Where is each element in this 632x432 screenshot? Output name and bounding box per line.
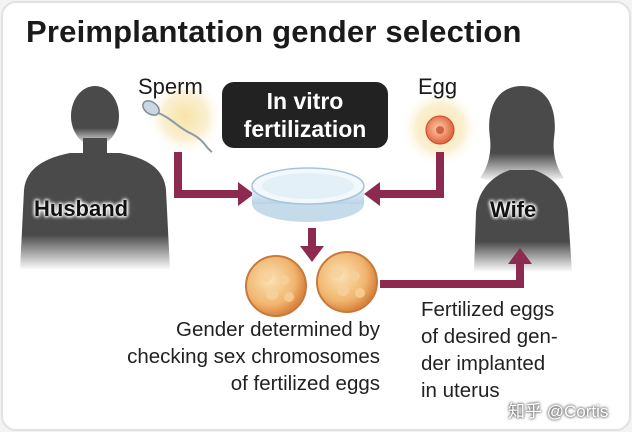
caption-left-line-3: of fertilized eggs xyxy=(230,372,380,395)
arrowhead-left xyxy=(364,182,380,206)
ivf-label-line-2: fertilization xyxy=(243,116,367,142)
sperm-label: Sperm xyxy=(138,74,203,99)
arrowhead-down xyxy=(300,246,324,262)
sperm-icon xyxy=(142,100,213,153)
caption-right-line-2: of desired gen- xyxy=(421,325,558,348)
caption-right-line-3: der implanted xyxy=(421,352,546,375)
arrows xyxy=(174,152,524,288)
arrow-eggs-to-wife xyxy=(380,262,524,288)
watermark: 知乎 @Cortis xyxy=(508,402,609,421)
caption-right-line-1: Fertilized eggs xyxy=(421,298,555,321)
arrow-sperm-to-dish xyxy=(174,152,240,198)
husband-silhouette-icon xyxy=(20,86,170,270)
fertilized-egg-icon xyxy=(245,255,307,317)
arrowheads xyxy=(238,182,532,264)
fertilized-egg-icon xyxy=(316,251,378,313)
wife-label: Wife xyxy=(490,197,537,222)
arrowhead-right xyxy=(238,182,254,206)
husband-label: Husband xyxy=(34,196,129,221)
caption-right-line-4: in uterus xyxy=(421,379,500,402)
egg-cell-icon xyxy=(425,115,455,145)
ivf-label-line-1: In vitro xyxy=(266,88,344,114)
arrow-egg-to-dish xyxy=(378,152,444,198)
egg-label: Egg xyxy=(418,74,458,99)
petri-dish-icon xyxy=(251,167,365,222)
wife-silhouette-icon xyxy=(474,86,572,272)
caption-left: Gender determined by checking sex chromo… xyxy=(127,316,380,397)
caption-left-line-1: Gender determined by xyxy=(176,318,380,341)
sperm-glow xyxy=(147,79,223,155)
arrowhead-up xyxy=(508,248,532,264)
caption-right: Fertilized eggs of desired gen- der impl… xyxy=(421,296,558,404)
ivf-box: In vitro fertilization xyxy=(222,82,388,148)
caption-left-line-2: checking sex chromosomes xyxy=(127,345,380,368)
page-title: Preimplantation gender selection xyxy=(26,14,522,49)
